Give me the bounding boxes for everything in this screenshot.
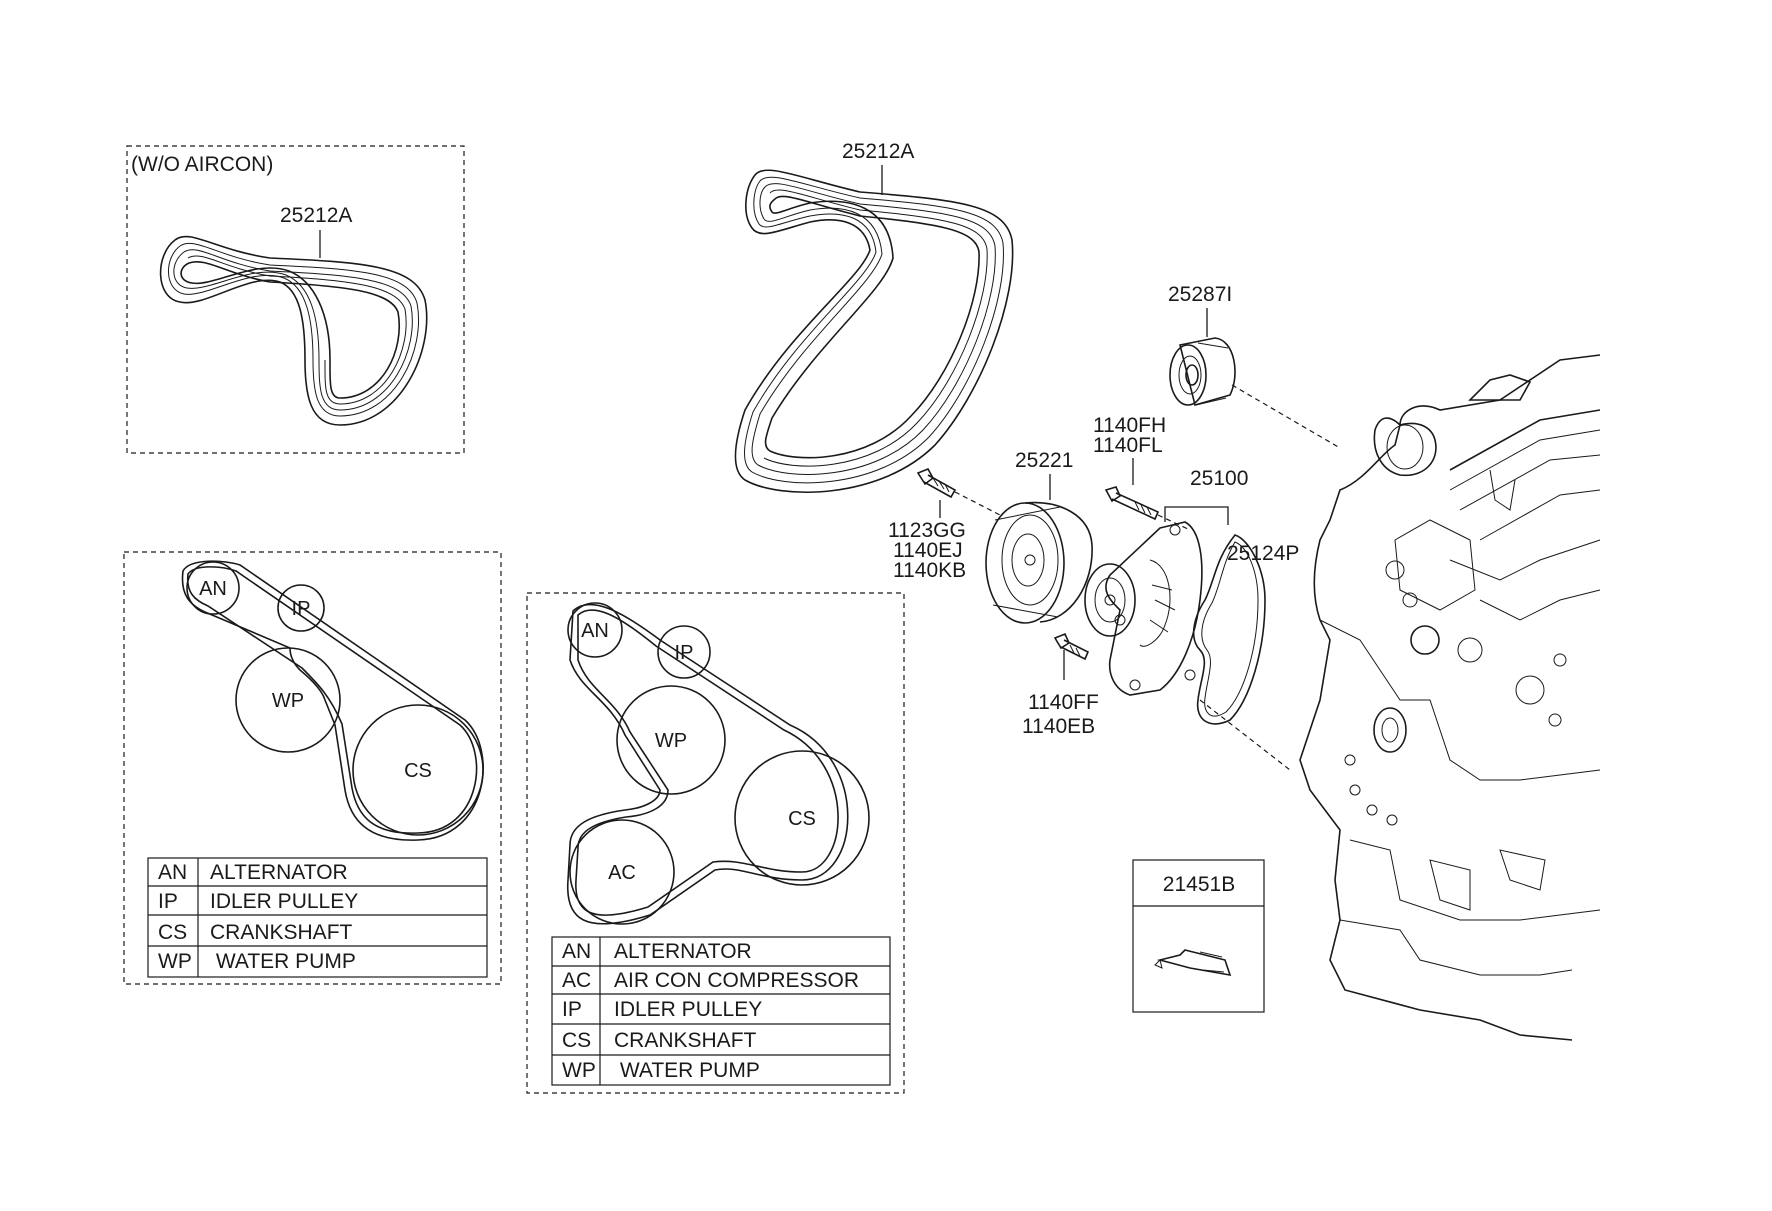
engine-block-drawing xyxy=(1299,354,1601,1041)
legend-name: IDLER PULLEY xyxy=(210,890,358,913)
pulley-wp-label: WP xyxy=(655,730,687,752)
bolt-group-3: 1140FF 1140EB xyxy=(1022,632,1099,738)
pulley-cs-label: CS xyxy=(404,760,432,782)
legend-table-wo-aircon: AN ALTERNATOR IP IDLER PULLEY CS CRANKSH… xyxy=(147,857,488,978)
legend-name: AIR CON COMPRESSOR xyxy=(614,969,859,992)
bolt-part-number[interactable]: 1123GG xyxy=(888,519,966,542)
pulley-ac xyxy=(569,819,675,925)
belt-route-path xyxy=(566,603,849,925)
pulley-ip xyxy=(277,584,325,632)
legend-name: ALTERNATOR xyxy=(614,940,752,963)
routing-wo-aircon-panel: AN IP WP CS AN ALTERNATOR IP IDLER PULLE… xyxy=(123,551,502,985)
sealant-part-number[interactable]: 21451B xyxy=(1163,873,1235,896)
bolt-group-1: 1123GG 1140EJ 1140KB xyxy=(888,467,1001,582)
legend-code: IP xyxy=(562,998,582,1021)
pulley-group: 25221 xyxy=(985,449,1093,624)
small-serpentine-belt xyxy=(159,235,428,426)
pulley-an xyxy=(186,561,240,615)
belt-route-inner xyxy=(186,566,478,834)
idler-dash-line xyxy=(1231,384,1341,449)
wo-aircon-box xyxy=(126,145,465,454)
legend-name: IDLER PULLEY xyxy=(614,998,762,1021)
bolt-icon xyxy=(1104,486,1160,521)
pulley-ip-label: IP xyxy=(292,598,311,620)
bolt-part-number[interactable]: 1140FH xyxy=(1093,414,1166,437)
sealant-box xyxy=(1132,859,1265,1013)
wo-aircon-title: (W/O AIRCON) xyxy=(131,153,273,176)
bolt-part-number[interactable]: 1140KB xyxy=(893,559,966,582)
legend-code: IP xyxy=(158,890,178,913)
bolt-dash-line xyxy=(954,491,1001,516)
bolt-icon xyxy=(916,467,957,499)
water-pump-part xyxy=(1084,521,1203,696)
bolt-icon xyxy=(1053,632,1090,661)
routing-w-aircon-box xyxy=(526,592,905,1094)
bolt-part-number[interactable]: 1140FF xyxy=(1028,691,1099,714)
water-pump-pulley-part xyxy=(985,501,1093,624)
legend-code: WP xyxy=(562,1059,596,1082)
bolt-part-number[interactable]: 1140FL xyxy=(1093,434,1163,457)
pulley-cs xyxy=(352,704,484,836)
pump-assy-part-number[interactable]: 25100 xyxy=(1190,467,1248,490)
bolt-dash-line xyxy=(1157,514,1191,531)
legend-code: AN xyxy=(158,861,187,884)
sealant-group: 21451B xyxy=(1132,859,1265,1013)
bolt-group-2: 1140FH 1140FL xyxy=(1093,414,1191,531)
legend-code: AC xyxy=(562,969,591,992)
water-pump-group: 25100 25124P xyxy=(1084,467,1299,771)
main-belt-part-number[interactable]: 25212A xyxy=(842,140,914,163)
pulley-an-label: AN xyxy=(581,620,609,642)
legend-name: WATER PUMP xyxy=(210,950,356,973)
legend-name: CRANKSHAFT xyxy=(210,921,353,944)
bolt-part-number[interactable]: 1140EB xyxy=(1022,715,1095,738)
idler-pulley-part xyxy=(1169,337,1236,406)
pulley-ac-label: AC xyxy=(608,862,636,884)
pump-dash-line xyxy=(1199,699,1291,771)
legend-name: CRANKSHAFT xyxy=(614,1029,757,1052)
pulley-an-label: AN xyxy=(199,578,227,600)
legend-name: WATER PUMP xyxy=(614,1059,760,1082)
sealant-tube-icon xyxy=(1154,949,1232,977)
pulley-ip-label: IP xyxy=(675,642,694,664)
pulley-wp xyxy=(235,647,341,753)
pulley-wp xyxy=(616,685,726,795)
pump-assy-leader xyxy=(1164,506,1229,525)
routing-wo-aircon-box xyxy=(123,551,502,985)
gasket-part-number[interactable]: 25124P xyxy=(1227,542,1299,565)
legend-code: WP xyxy=(158,950,192,973)
pulley-an xyxy=(567,602,623,658)
pulley-wp-label: WP xyxy=(272,690,304,712)
legend-name: ALTERNATOR xyxy=(210,861,348,884)
belt-route-inner xyxy=(575,609,839,916)
pulley-ip xyxy=(657,625,711,679)
legend-code: CS xyxy=(562,1029,591,1052)
gasket-part xyxy=(1192,534,1266,725)
pulley-cs-label: CS xyxy=(788,808,816,830)
belt-route-path xyxy=(181,560,484,841)
legend-code: CS xyxy=(158,921,187,944)
idler-part-number[interactable]: 25287I xyxy=(1168,283,1232,306)
routing-w-aircon-panel: AN IP WP CS AC AN ALTERNATOR AC AIR CON … xyxy=(526,592,905,1094)
legend-code: AN xyxy=(562,940,591,963)
legend-table-w-aircon: AN ALTERNATOR AC AIR CON COMPRESSOR IP I… xyxy=(551,936,891,1086)
bolt-part-number[interactable]: 1140EJ xyxy=(893,539,963,562)
pulley-cs xyxy=(734,750,870,886)
pulley-part-number[interactable]: 25221 xyxy=(1015,449,1073,472)
idler-group: 25287I xyxy=(1168,283,1341,449)
large-serpentine-belt xyxy=(734,169,1014,493)
wo-aircon-belt-panel: (W/O AIRCON) 25212A xyxy=(126,145,465,454)
main-belt-group: 25212A xyxy=(734,140,1014,493)
wo-aircon-belt-part-number[interactable]: 25212A xyxy=(280,204,352,227)
